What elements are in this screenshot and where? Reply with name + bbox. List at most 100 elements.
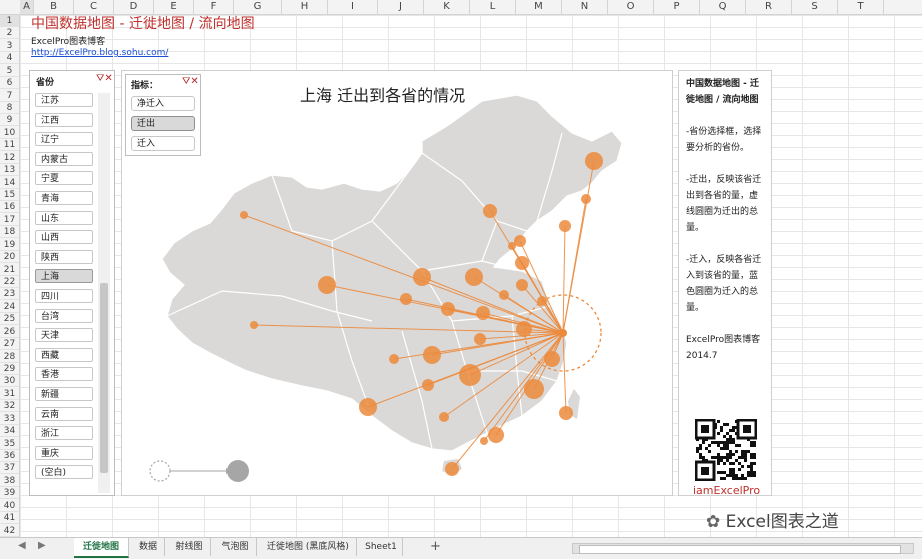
row-header-1[interactable]: 1 bbox=[0, 15, 19, 27]
row-header-29[interactable]: 29 bbox=[0, 363, 19, 376]
sheet-tab[interactable]: 迁徙地图 (黑底风格) bbox=[260, 538, 357, 556]
province-item[interactable]: 天津 bbox=[35, 328, 93, 343]
province-slicer[interactable]: 省份 ⛛✕ 江苏江西辽宁内蒙古宁夏青海山东山西陕西上海四川台湾天津西藏香港新疆云… bbox=[29, 70, 115, 496]
province-item[interactable]: 香港 bbox=[35, 367, 93, 382]
province-item[interactable]: 四川 bbox=[35, 289, 93, 303]
row-header-28[interactable]: 28 bbox=[0, 351, 19, 363]
row-header-22[interactable]: 22 bbox=[0, 276, 19, 289]
row-header-2[interactable]: 2 bbox=[0, 27, 19, 40]
horizontal-scrollbar[interactable] bbox=[572, 543, 914, 554]
row-header-33[interactable]: 33 bbox=[0, 413, 19, 425]
row-header-14[interactable]: 14 bbox=[0, 177, 19, 189]
province-item[interactable]: 新疆 bbox=[35, 387, 93, 401]
column-header-f[interactable]: F bbox=[194, 0, 234, 14]
row-header-39[interactable]: 39 bbox=[0, 487, 19, 500]
row-header-10[interactable]: 10 bbox=[0, 127, 19, 139]
row-header-37[interactable]: 37 bbox=[0, 462, 19, 475]
province-item[interactable]: 西藏 bbox=[35, 347, 93, 362]
row-header-27[interactable]: 27 bbox=[0, 338, 19, 351]
province-item[interactable]: 陕西 bbox=[35, 249, 93, 264]
column-header-h[interactable]: H bbox=[282, 0, 328, 14]
row-header-36[interactable]: 36 bbox=[0, 450, 19, 463]
row-header-30[interactable]: 30 bbox=[0, 375, 19, 388]
column-header-g[interactable]: G bbox=[234, 0, 282, 14]
indicator-item[interactable]: 净迁入 bbox=[131, 96, 195, 111]
sheet-tab[interactable]: 迁徙地图 bbox=[74, 538, 129, 558]
clear-filter-icon[interactable]: ⛛✕ bbox=[182, 76, 199, 87]
column-header-k[interactable]: K bbox=[424, 0, 470, 14]
province-item[interactable]: 台湾 bbox=[35, 308, 93, 323]
sheet-tab[interactable]: 射线图 bbox=[168, 538, 211, 556]
province-item[interactable]: 江西 bbox=[35, 112, 93, 127]
add-sheet-button[interactable]: + bbox=[430, 539, 441, 554]
row-header-21[interactable]: 21 bbox=[0, 264, 19, 276]
row-header-38[interactable]: 38 bbox=[0, 475, 19, 487]
sheet-tab[interactable]: 气泡图 bbox=[214, 538, 257, 556]
row-header-12[interactable]: 12 bbox=[0, 152, 19, 164]
province-scrollbar[interactable] bbox=[98, 93, 110, 493]
row-header-23[interactable]: 23 bbox=[0, 288, 19, 301]
row-header-31[interactable]: 31 bbox=[0, 388, 19, 400]
row-header-20[interactable]: 20 bbox=[0, 251, 19, 264]
province-item[interactable]: 内蒙古 bbox=[35, 151, 93, 166]
row-header-4[interactable]: 4 bbox=[0, 52, 19, 65]
row-header-18[interactable]: 18 bbox=[0, 226, 19, 239]
sheet-tab[interactable]: 数据 bbox=[132, 538, 165, 556]
column-header-m[interactable]: M bbox=[516, 0, 562, 14]
row-header-24[interactable]: 24 bbox=[0, 301, 19, 313]
province-item[interactable]: 辽宁 bbox=[35, 132, 93, 147]
indicator-slicer[interactable]: 指标： ⛛✕ 净迁入迁出迁入 bbox=[125, 74, 201, 156]
row-header-3[interactable]: 3 bbox=[0, 40, 19, 52]
row-header-9[interactable]: 9 bbox=[0, 114, 19, 127]
province-item[interactable]: 云南 bbox=[35, 406, 93, 421]
blog-link[interactable]: http://ExcelPro.blog.sohu.com/ bbox=[31, 48, 169, 58]
row-header-17[interactable]: 17 bbox=[0, 214, 19, 226]
indicator-item[interactable]: 迁入 bbox=[131, 136, 195, 151]
column-header-i[interactable]: I bbox=[328, 0, 378, 14]
column-header-a[interactable]: A bbox=[20, 0, 34, 14]
province-item[interactable]: 宁夏 bbox=[35, 171, 93, 186]
indicator-item[interactable]: 迁出 bbox=[131, 116, 195, 131]
row-header-40[interactable]: 40 bbox=[0, 500, 19, 512]
column-header-c[interactable]: C bbox=[74, 0, 114, 14]
row-header-42[interactable]: 42 bbox=[0, 525, 19, 537]
province-item[interactable]: 山东 bbox=[35, 210, 93, 225]
scroll-thumb[interactable] bbox=[100, 283, 108, 473]
row-header-8[interactable]: 8 bbox=[0, 102, 19, 114]
column-header-o[interactable]: O bbox=[608, 0, 654, 14]
row-header-41[interactable]: 41 bbox=[0, 512, 19, 525]
row-header-11[interactable]: 11 bbox=[0, 139, 19, 152]
sheet-tab[interactable]: Sheet1 bbox=[360, 538, 403, 556]
province-item[interactable]: 上海 bbox=[35, 269, 93, 284]
column-header-p[interactable]: P bbox=[654, 0, 700, 14]
row-header-35[interactable]: 35 bbox=[0, 438, 19, 450]
province-item[interactable]: 浙江 bbox=[35, 426, 93, 441]
row-header-6[interactable]: 6 bbox=[0, 77, 19, 90]
column-header-t[interactable]: T bbox=[838, 0, 884, 14]
province-item[interactable]: 山西 bbox=[35, 230, 93, 245]
row-header-15[interactable]: 15 bbox=[0, 189, 19, 202]
tab-scroll-right-icon[interactable]: ▶ bbox=[38, 540, 46, 551]
row-header-19[interactable]: 19 bbox=[0, 239, 19, 251]
province-item[interactable]: 重庆 bbox=[35, 445, 93, 460]
column-header-n[interactable]: N bbox=[562, 0, 608, 14]
column-header-d[interactable]: D bbox=[114, 0, 154, 14]
row-header-16[interactable]: 16 bbox=[0, 201, 19, 214]
column-header-r[interactable]: R bbox=[746, 0, 792, 14]
horizontal-scroll-thumb[interactable] bbox=[579, 545, 901, 554]
column-header-b[interactable]: B bbox=[34, 0, 74, 14]
clear-filter-icon[interactable]: ⛛✕ bbox=[96, 73, 113, 84]
tab-scroll-left-icon[interactable]: ◀ bbox=[18, 540, 26, 551]
row-header-5[interactable]: 5 bbox=[0, 65, 19, 77]
row-header-13[interactable]: 13 bbox=[0, 164, 19, 177]
column-header-e[interactable]: E bbox=[154, 0, 194, 14]
column-header-j[interactable]: J bbox=[378, 0, 424, 14]
column-header-q[interactable]: Q bbox=[700, 0, 746, 14]
province-item[interactable]: 青海 bbox=[35, 191, 93, 205]
row-header-32[interactable]: 32 bbox=[0, 400, 19, 413]
row-header-26[interactable]: 26 bbox=[0, 326, 19, 338]
row-header-34[interactable]: 34 bbox=[0, 425, 19, 438]
province-item[interactable]: 江苏 bbox=[35, 93, 93, 107]
row-header-7[interactable]: 7 bbox=[0, 90, 19, 102]
row-header-25[interactable]: 25 bbox=[0, 313, 19, 326]
